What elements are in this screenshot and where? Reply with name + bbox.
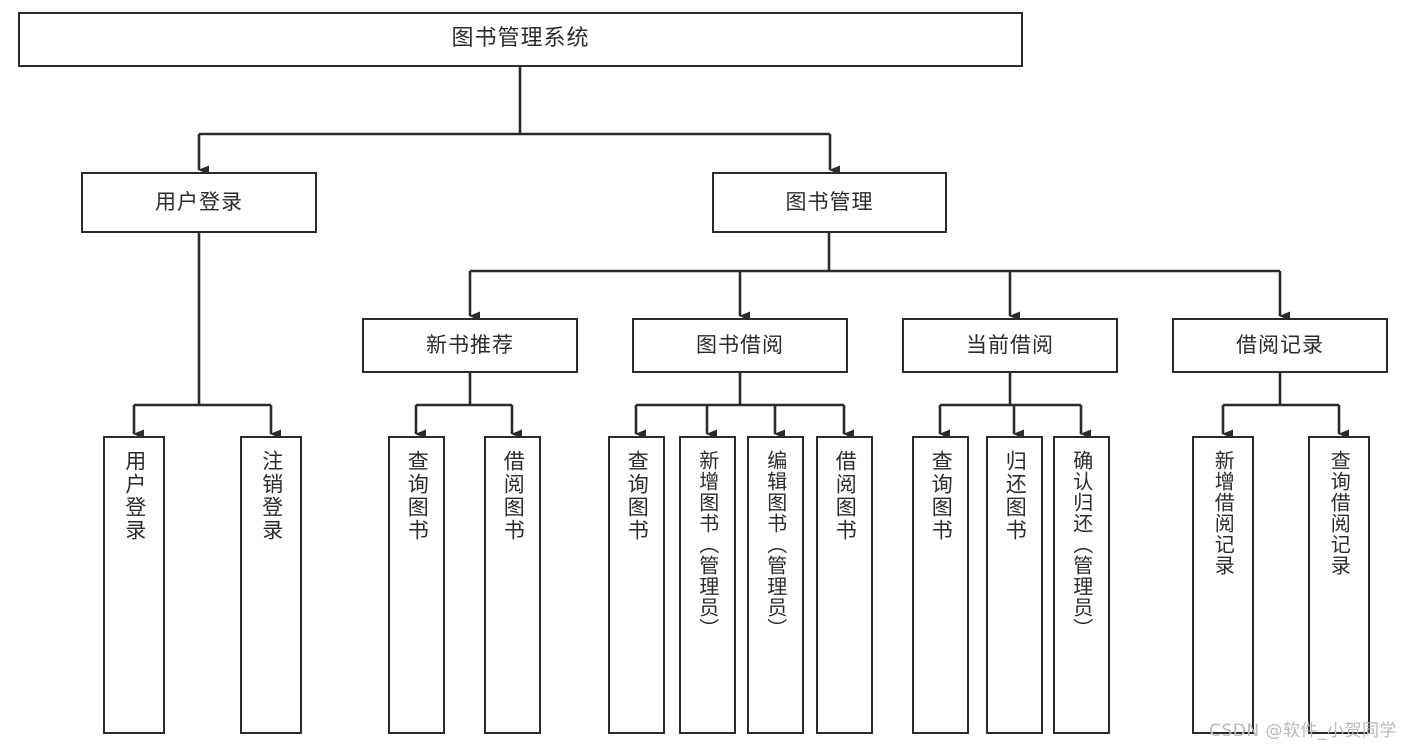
node-label: 借阅图书 (501, 450, 526, 542)
node-label: 新书推荐 (426, 332, 514, 357)
node-leaf-user-login[interactable]: 用户登录 (103, 436, 165, 734)
node-label: 用户登录 (155, 189, 243, 214)
node-leaf-return-book[interactable]: 归还图书 (986, 436, 1043, 734)
node-label: 图书借阅 (696, 332, 784, 357)
node-l3-borrow-record[interactable]: 借阅记录 (1172, 318, 1388, 373)
node-leaf-borrow-book-1[interactable]: 借阅图书 (484, 436, 541, 734)
node-label: 图书管理 (785, 189, 874, 214)
node-leaf-confirm-return[interactable]: 确认归还（管理员） (1053, 436, 1110, 734)
node-label: 归还图书 (1003, 450, 1028, 542)
node-label: 查询图书 (625, 450, 650, 542)
node-leaf-query-book-2[interactable]: 查询图书 (608, 436, 665, 734)
node-leaf-query-record[interactable]: 查询借阅记录 (1308, 436, 1370, 734)
node-label: 查询借阅记录 (1327, 450, 1352, 576)
node-leaf-add-book[interactable]: 新增图书（管理员） (679, 436, 736, 734)
node-label: 查询图书 (929, 450, 954, 542)
node-leaf-edit-book[interactable]: 编辑图书（管理员） (747, 436, 804, 734)
node-label: 编辑图书（管理员） (763, 450, 788, 639)
node-leaf-query-book-3[interactable]: 查询图书 (912, 436, 969, 734)
node-l3-book-borrow[interactable]: 图书借阅 (632, 318, 848, 373)
node-l2-book-manage[interactable]: 图书管理 (712, 172, 947, 233)
node-root[interactable]: 图书管理系统 (18, 12, 1023, 67)
node-label: 用户登录 (122, 450, 147, 542)
node-leaf-add-record[interactable]: 新增借阅记录 (1192, 436, 1254, 734)
node-l3-new-book-rec[interactable]: 新书推荐 (362, 318, 578, 373)
node-label: 借阅记录 (1236, 332, 1324, 357)
node-l3-current-borrow[interactable]: 当前借阅 (902, 318, 1118, 373)
node-label: 确认归还（管理员） (1069, 450, 1094, 639)
node-leaf-borrow-book-2[interactable]: 借阅图书 (816, 436, 873, 734)
node-l2-user-login[interactable]: 用户登录 (81, 172, 317, 233)
node-leaf-query-book-1[interactable]: 查询图书 (388, 436, 445, 734)
node-label: 当前借阅 (966, 332, 1054, 357)
node-label: 图书管理系统 (451, 26, 590, 52)
node-label: 注销登录 (259, 450, 284, 542)
node-leaf-user-logout[interactable]: 注销登录 (240, 436, 302, 734)
node-label: 查询图书 (405, 450, 430, 542)
node-label: 借阅图书 (833, 450, 858, 542)
node-label: 新增图书（管理员） (695, 450, 720, 639)
node-label: 新增借阅记录 (1211, 450, 1236, 576)
watermark-text: CSDN @软件_小贺同学 (1209, 721, 1397, 741)
